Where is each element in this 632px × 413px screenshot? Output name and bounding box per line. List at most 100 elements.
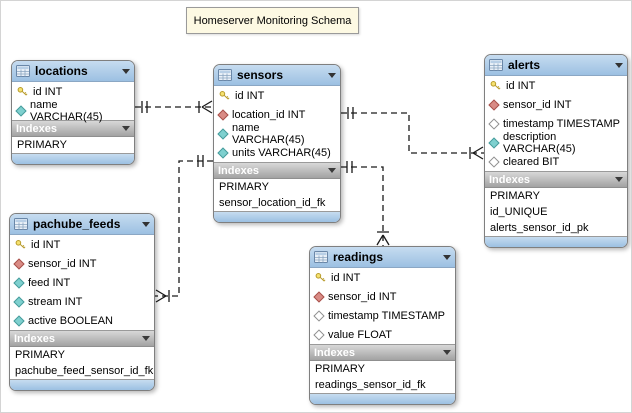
table-icon bbox=[489, 59, 503, 71]
relationship-locations-sensors[interactable] bbox=[135, 100, 213, 114]
index-row[interactable]: PRIMARY bbox=[214, 179, 340, 195]
collapse-arrow-icon[interactable] bbox=[142, 336, 150, 341]
column-nullable-icon bbox=[313, 328, 325, 341]
column-row[interactable]: location_id INT bbox=[214, 105, 340, 124]
column-row[interactable]: sensor_id INT bbox=[10, 254, 154, 273]
column-label: cleared BIT bbox=[503, 155, 560, 168]
indexes-header[interactable]: Indexes bbox=[485, 171, 627, 188]
table-header-alerts[interactable]: alerts bbox=[485, 55, 627, 76]
column-label: units VARCHAR(45) bbox=[232, 146, 331, 159]
index-row[interactable]: pachube_feed_sensor_id_fk bbox=[10, 363, 154, 379]
column-notnull-icon bbox=[217, 127, 229, 140]
column-row[interactable]: id INT bbox=[485, 76, 627, 95]
table-header-readings[interactable]: readings bbox=[310, 247, 455, 268]
column-row[interactable]: feed INT bbox=[10, 273, 154, 292]
index-label: PRIMARY bbox=[490, 190, 540, 202]
indexes-header[interactable]: Indexes bbox=[10, 330, 154, 347]
column-notnull-icon bbox=[217, 146, 229, 159]
column-row[interactable]: sensor_id INT bbox=[485, 95, 627, 114]
foreign-key-icon bbox=[488, 98, 500, 111]
table-title: pachube_feeds bbox=[33, 217, 121, 231]
relationship-sensors-readings[interactable] bbox=[341, 161, 390, 246]
table-alerts[interactable]: alerts id INT sensor_id INT timestamp TI… bbox=[484, 54, 628, 248]
index-label: PRIMARY bbox=[17, 139, 67, 151]
column-row[interactable]: units VARCHAR(45) bbox=[214, 143, 340, 162]
column-row[interactable]: id INT bbox=[12, 82, 134, 101]
table-title: readings bbox=[333, 250, 384, 264]
collapse-arrow-icon[interactable] bbox=[142, 221, 150, 227]
relationship-sensors-pachube-feeds[interactable] bbox=[155, 155, 213, 303]
indexes-label: Indexes bbox=[314, 346, 355, 359]
column-label: id INT bbox=[506, 79, 536, 92]
column-label: id INT bbox=[235, 89, 265, 102]
diagram-title-box[interactable]: Homeserver Monitoring Schema bbox=[186, 7, 359, 34]
index-row[interactable]: readings_sensor_id_fk bbox=[310, 377, 455, 393]
table-footer bbox=[485, 236, 627, 247]
index-row[interactable]: PRIMARY bbox=[12, 137, 134, 153]
collapse-arrow-icon[interactable] bbox=[328, 168, 336, 173]
table-locations[interactable]: locations id INT name VARCHAR(45) Indexe… bbox=[11, 60, 135, 165]
index-row[interactable]: id_UNIQUE bbox=[485, 204, 627, 220]
table-pachube-feeds[interactable]: pachube_feeds id INT sensor_id INT feed … bbox=[9, 213, 155, 391]
table-readings[interactable]: readings id INT sensor_id INT timestamp … bbox=[309, 246, 456, 405]
column-label: active BOOLEAN bbox=[28, 314, 113, 327]
column-notnull-icon bbox=[488, 136, 500, 149]
foreign-key-icon bbox=[313, 290, 325, 303]
table-header-locations[interactable]: locations bbox=[12, 61, 134, 82]
collapse-arrow-icon[interactable] bbox=[443, 350, 451, 355]
collapse-arrow-icon[interactable] bbox=[328, 72, 336, 78]
collapse-arrow-icon[interactable] bbox=[122, 68, 130, 74]
relationship-sensors-alerts[interactable] bbox=[341, 107, 484, 160]
column-nullable-icon bbox=[313, 309, 325, 322]
indexes-label: Indexes bbox=[16, 122, 57, 135]
column-row[interactable]: timestamp TIMESTAMP bbox=[310, 306, 455, 325]
column-row[interactable]: active BOOLEAN bbox=[10, 311, 154, 330]
table-header-sensors[interactable]: sensors bbox=[214, 65, 340, 86]
column-label: stream INT bbox=[28, 295, 83, 308]
column-row[interactable]: name VARCHAR(45) bbox=[12, 98, 134, 123]
table-icon bbox=[314, 251, 328, 263]
indexes-header[interactable]: Indexes bbox=[214, 162, 340, 179]
foreign-key-icon bbox=[217, 108, 229, 121]
column-label: id INT bbox=[33, 85, 63, 98]
table-icon bbox=[16, 65, 30, 77]
index-label: readings_sensor_id_fk bbox=[315, 379, 426, 391]
column-notnull-icon bbox=[15, 104, 27, 117]
column-label: timestamp TIMESTAMP bbox=[328, 309, 445, 322]
column-label: id INT bbox=[31, 238, 61, 251]
column-row[interactable]: name VARCHAR(45) bbox=[214, 122, 340, 146]
index-label: sensor_location_id_fk bbox=[219, 197, 326, 209]
indexes-label: Indexes bbox=[218, 164, 259, 177]
index-label: PRIMARY bbox=[219, 181, 269, 193]
indexes-header[interactable]: Indexes bbox=[12, 120, 134, 137]
index-row[interactable]: PRIMARY bbox=[10, 347, 154, 363]
column-row[interactable]: id INT bbox=[310, 268, 455, 287]
index-row[interactable]: PRIMARY bbox=[485, 188, 627, 204]
column-label: sensor_id INT bbox=[28, 257, 97, 270]
column-row[interactable]: id INT bbox=[10, 235, 154, 254]
column-row[interactable]: cleared BIT bbox=[485, 152, 627, 171]
table-footer bbox=[214, 211, 340, 222]
collapse-arrow-icon[interactable] bbox=[615, 62, 623, 68]
column-row[interactable]: timestamp TIMESTAMP bbox=[485, 114, 627, 133]
column-label: timestamp TIMESTAMP bbox=[503, 117, 620, 130]
collapse-arrow-icon[interactable] bbox=[122, 126, 130, 131]
primary-key-icon bbox=[490, 80, 501, 91]
column-row[interactable]: stream INT bbox=[10, 292, 154, 311]
column-label: sensor_id INT bbox=[328, 290, 397, 303]
collapse-arrow-icon[interactable] bbox=[615, 177, 623, 182]
collapse-arrow-icon[interactable] bbox=[443, 254, 451, 260]
table-header-pachube-feeds[interactable]: pachube_feeds bbox=[10, 214, 154, 235]
column-label: name VARCHAR(45) bbox=[30, 98, 103, 123]
index-row[interactable]: PRIMARY bbox=[310, 361, 455, 377]
column-nullable-icon bbox=[488, 117, 500, 130]
column-row[interactable]: value FLOAT bbox=[310, 325, 455, 344]
column-label: description VARCHAR(45) bbox=[503, 130, 576, 155]
index-row[interactable]: alerts_sensor_id_pk bbox=[485, 220, 627, 236]
column-row[interactable]: sensor_id INT bbox=[310, 287, 455, 306]
column-row[interactable]: id INT bbox=[214, 86, 340, 105]
indexes-header[interactable]: Indexes bbox=[310, 344, 455, 361]
table-sensors[interactable]: sensors id INT location_id INT name VARC… bbox=[213, 64, 341, 223]
column-row[interactable]: description VARCHAR(45) bbox=[485, 130, 627, 155]
index-row[interactable]: sensor_location_id_fk bbox=[214, 195, 340, 211]
